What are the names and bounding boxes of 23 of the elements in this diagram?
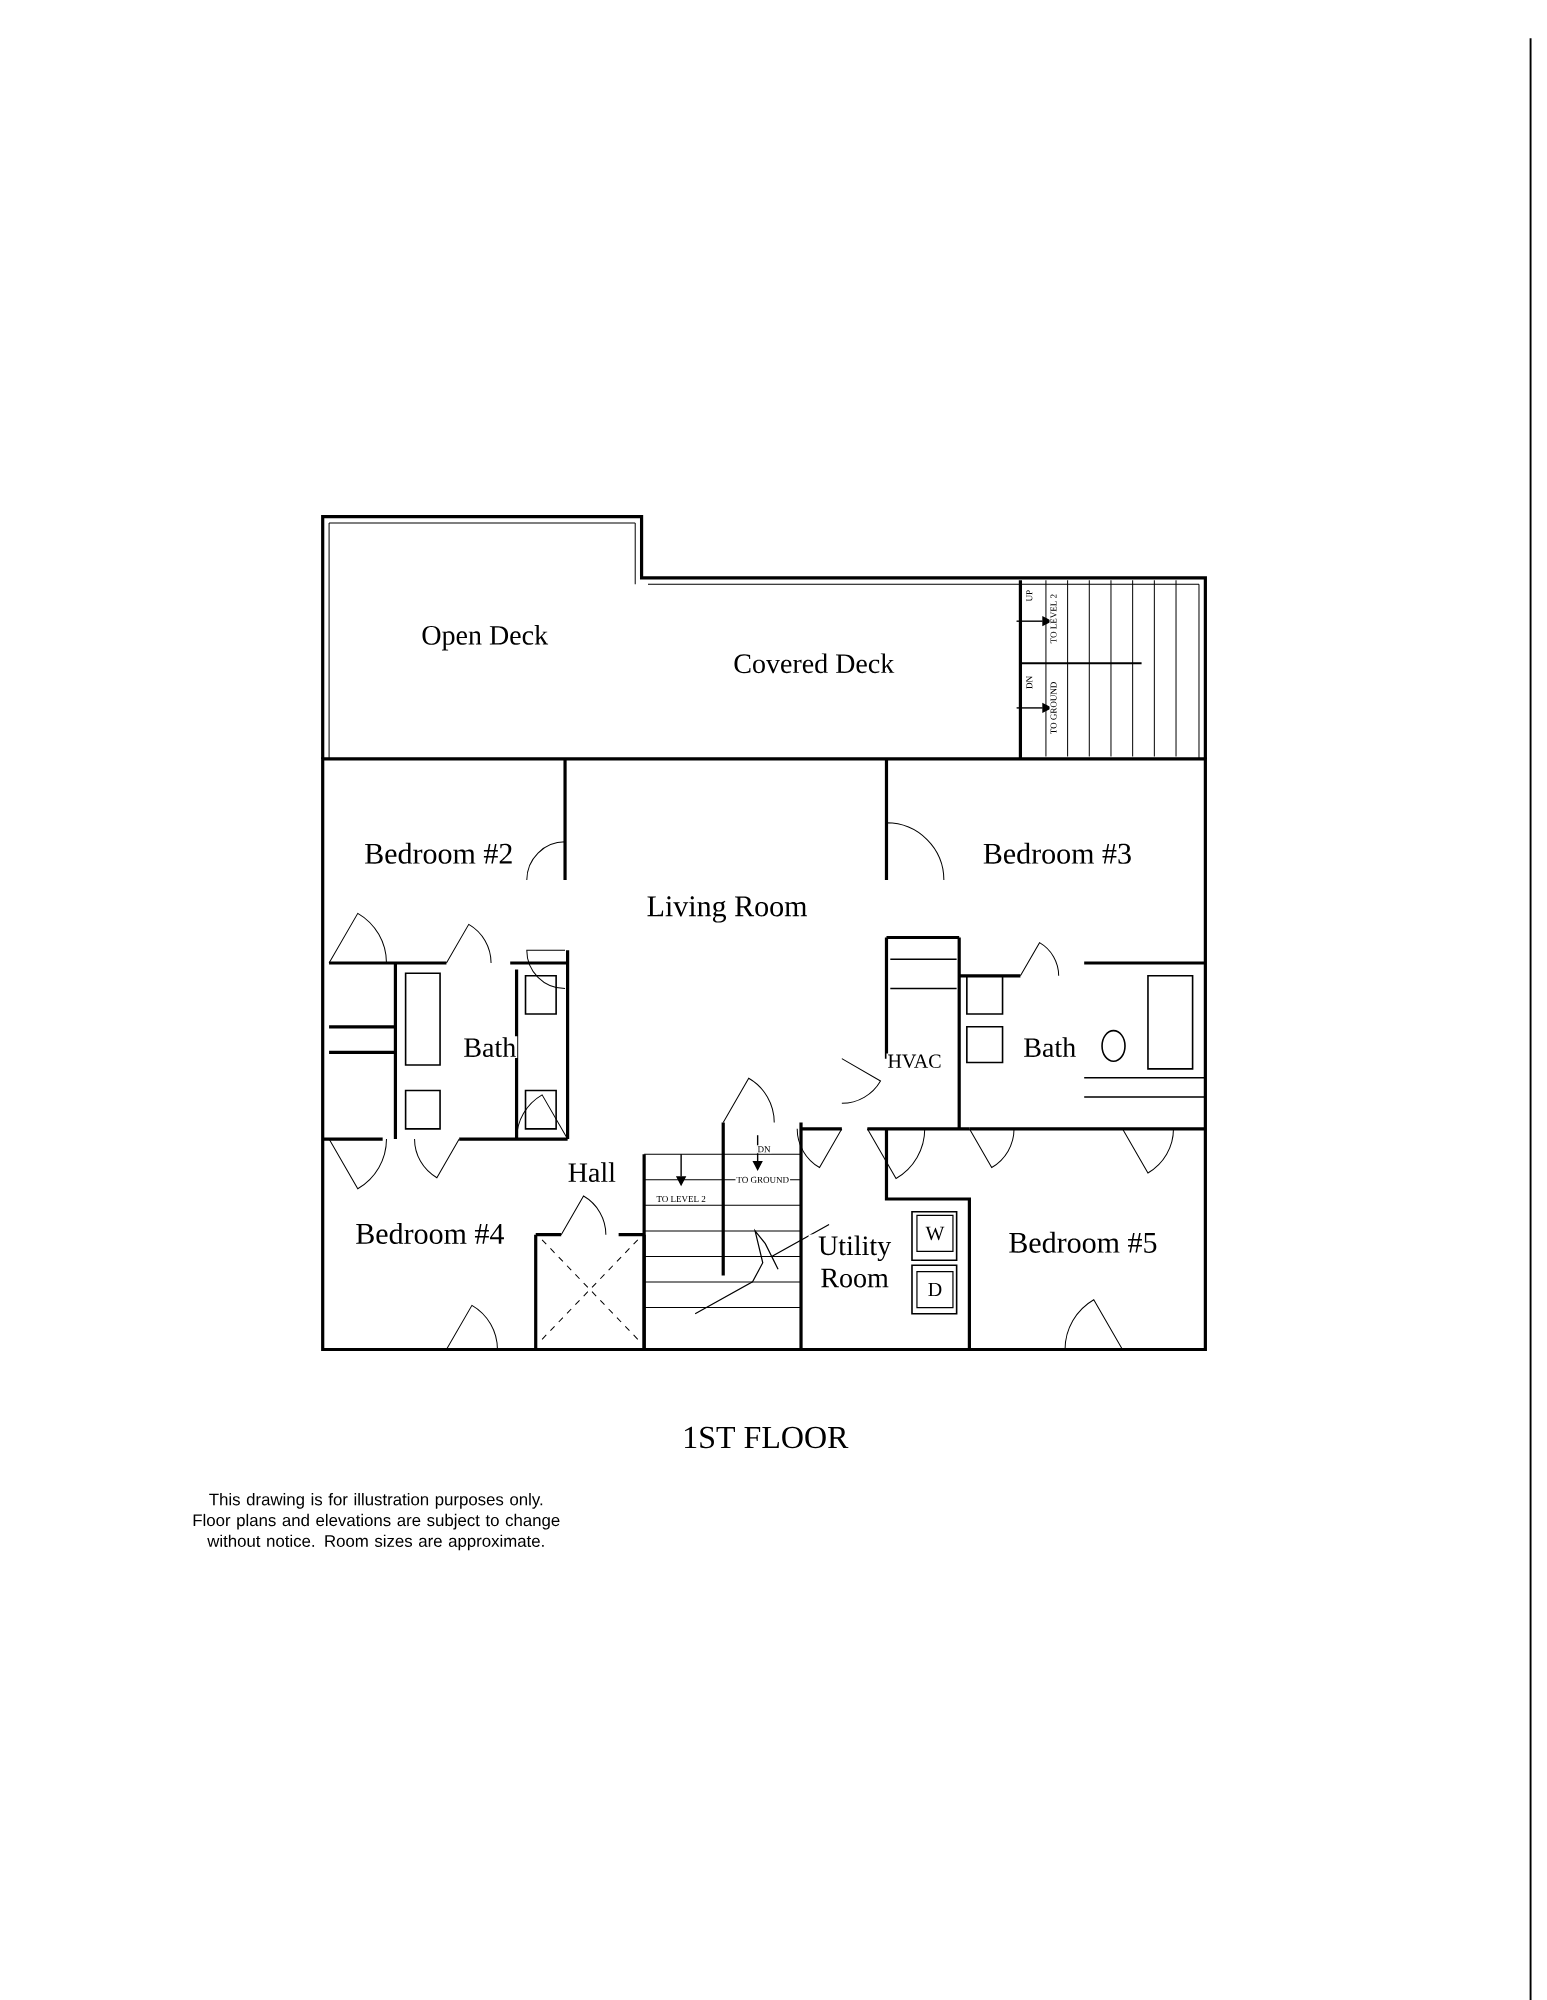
room-label: Hall <box>566 1161 617 1184</box>
stair-label: DN <box>756 1145 772 1154</box>
stair-label: UP <box>1025 588 1034 603</box>
stair-label: TO GROUND <box>735 1175 790 1184</box>
appliance-box: D <box>916 1270 954 1309</box>
floor-title: 1ST FLOOR <box>684 1426 849 1449</box>
room-label: Bath <box>462 1036 518 1059</box>
stair-label: TO LEVEL 2 <box>1049 592 1058 645</box>
room-label: Bedroom #4 <box>354 1221 506 1245</box>
room-label: Utility Room <box>808 1234 901 1289</box>
room-label: Bedroom #5 <box>1007 1230 1159 1254</box>
room-label: HVAC <box>886 1053 943 1069</box>
disclaimer-note: This drawing is for illustration purposes only. Floor plans and elevations are subject to change without notice. Room sizes are approximate. <box>193 1493 560 1551</box>
room-label: Bedroom #2 <box>363 841 515 865</box>
stair-label: TO GROUND <box>1049 680 1058 736</box>
appliance-box: W <box>916 1214 954 1253</box>
room-label: Covered Deck <box>732 652 896 675</box>
room-label: Open Deck <box>420 624 549 652</box>
stair-label: DN <box>1025 674 1034 690</box>
stair-label: TO LEVEL 2 <box>655 1194 707 1204</box>
room-label: Bedroom #3 <box>981 841 1133 865</box>
room-label: Bath <box>1022 1036 1078 1059</box>
room-label: Living Room <box>645 895 809 924</box>
